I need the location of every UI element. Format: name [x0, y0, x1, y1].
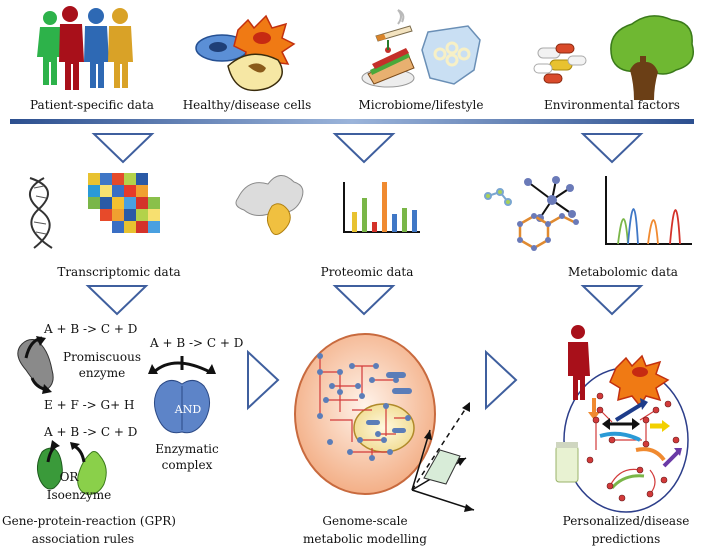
isoenzyme-label: Isoenzyme — [46, 488, 112, 502]
microbiome-lifestyle-icon — [361, 9, 481, 88]
promiscuous-label-line2: enzyme — [78, 366, 126, 380]
patients-icon — [37, 6, 133, 90]
patient-data-label: Patient-specific data — [30, 98, 154, 112]
or-label: OR — [59, 470, 79, 484]
down-arrow — [580, 133, 644, 164]
promiscuous-label-line1: Promiscuous — [63, 350, 141, 364]
modelling-label-line1: Genome-scale — [322, 514, 408, 528]
cells-icon — [195, 14, 296, 92]
down-arrow — [85, 285, 149, 316]
metabolomic-label: Metabolomic data — [568, 265, 678, 279]
flux-vector-icon — [411, 401, 475, 512]
modelling-label-line2: metabolic modelling — [303, 532, 427, 546]
right-arrow — [485, 349, 518, 411]
top-divider — [10, 119, 694, 124]
reaction-1: A + B -> C + D — [44, 322, 138, 336]
microbiome-label: Microbiome/lifestyle — [358, 98, 484, 112]
and-label: AND — [174, 403, 202, 416]
down-arrow — [332, 133, 396, 164]
predictions-label-line2: predictions — [591, 532, 661, 546]
enzymatic-complex-icon — [148, 356, 216, 434]
metabolic-model-cell-icon — [294, 333, 436, 495]
reaction-3: A + B -> C + D — [44, 425, 138, 439]
transcriptomic-label: Transcriptomic data — [57, 265, 181, 279]
right-arrow — [247, 349, 280, 411]
complex-label-line1: Enzymatic — [155, 442, 219, 456]
dna-heatmap-icon — [29, 173, 160, 249]
down-arrow — [332, 285, 396, 316]
environment-label: Environmental factors — [544, 98, 680, 112]
cells-label: Healthy/disease cells — [182, 98, 312, 112]
predictions-icon — [555, 325, 689, 513]
down-arrow — [580, 285, 644, 316]
metabolic-network-icon — [484, 176, 692, 251]
proteomic-label: Proteomic data — [320, 265, 414, 279]
isoenzyme-icon — [36, 440, 107, 495]
complex-reaction: A + B -> C + D — [150, 336, 244, 350]
promiscuous-enzyme-icon — [17, 336, 54, 394]
complex-label-line2: complex — [161, 458, 213, 472]
gpr-label-line2: association rules — [31, 532, 135, 546]
gpr-label-line1: Gene-protein-reaction (GPR) — [2, 514, 176, 528]
down-arrow — [91, 133, 155, 164]
reaction-2: E + F -> G+ H — [44, 398, 135, 412]
predictions-label-line1: Personalized/disease — [562, 514, 690, 528]
environment-icon — [533, 15, 694, 100]
protein-bar-chart-icon — [235, 175, 420, 235]
